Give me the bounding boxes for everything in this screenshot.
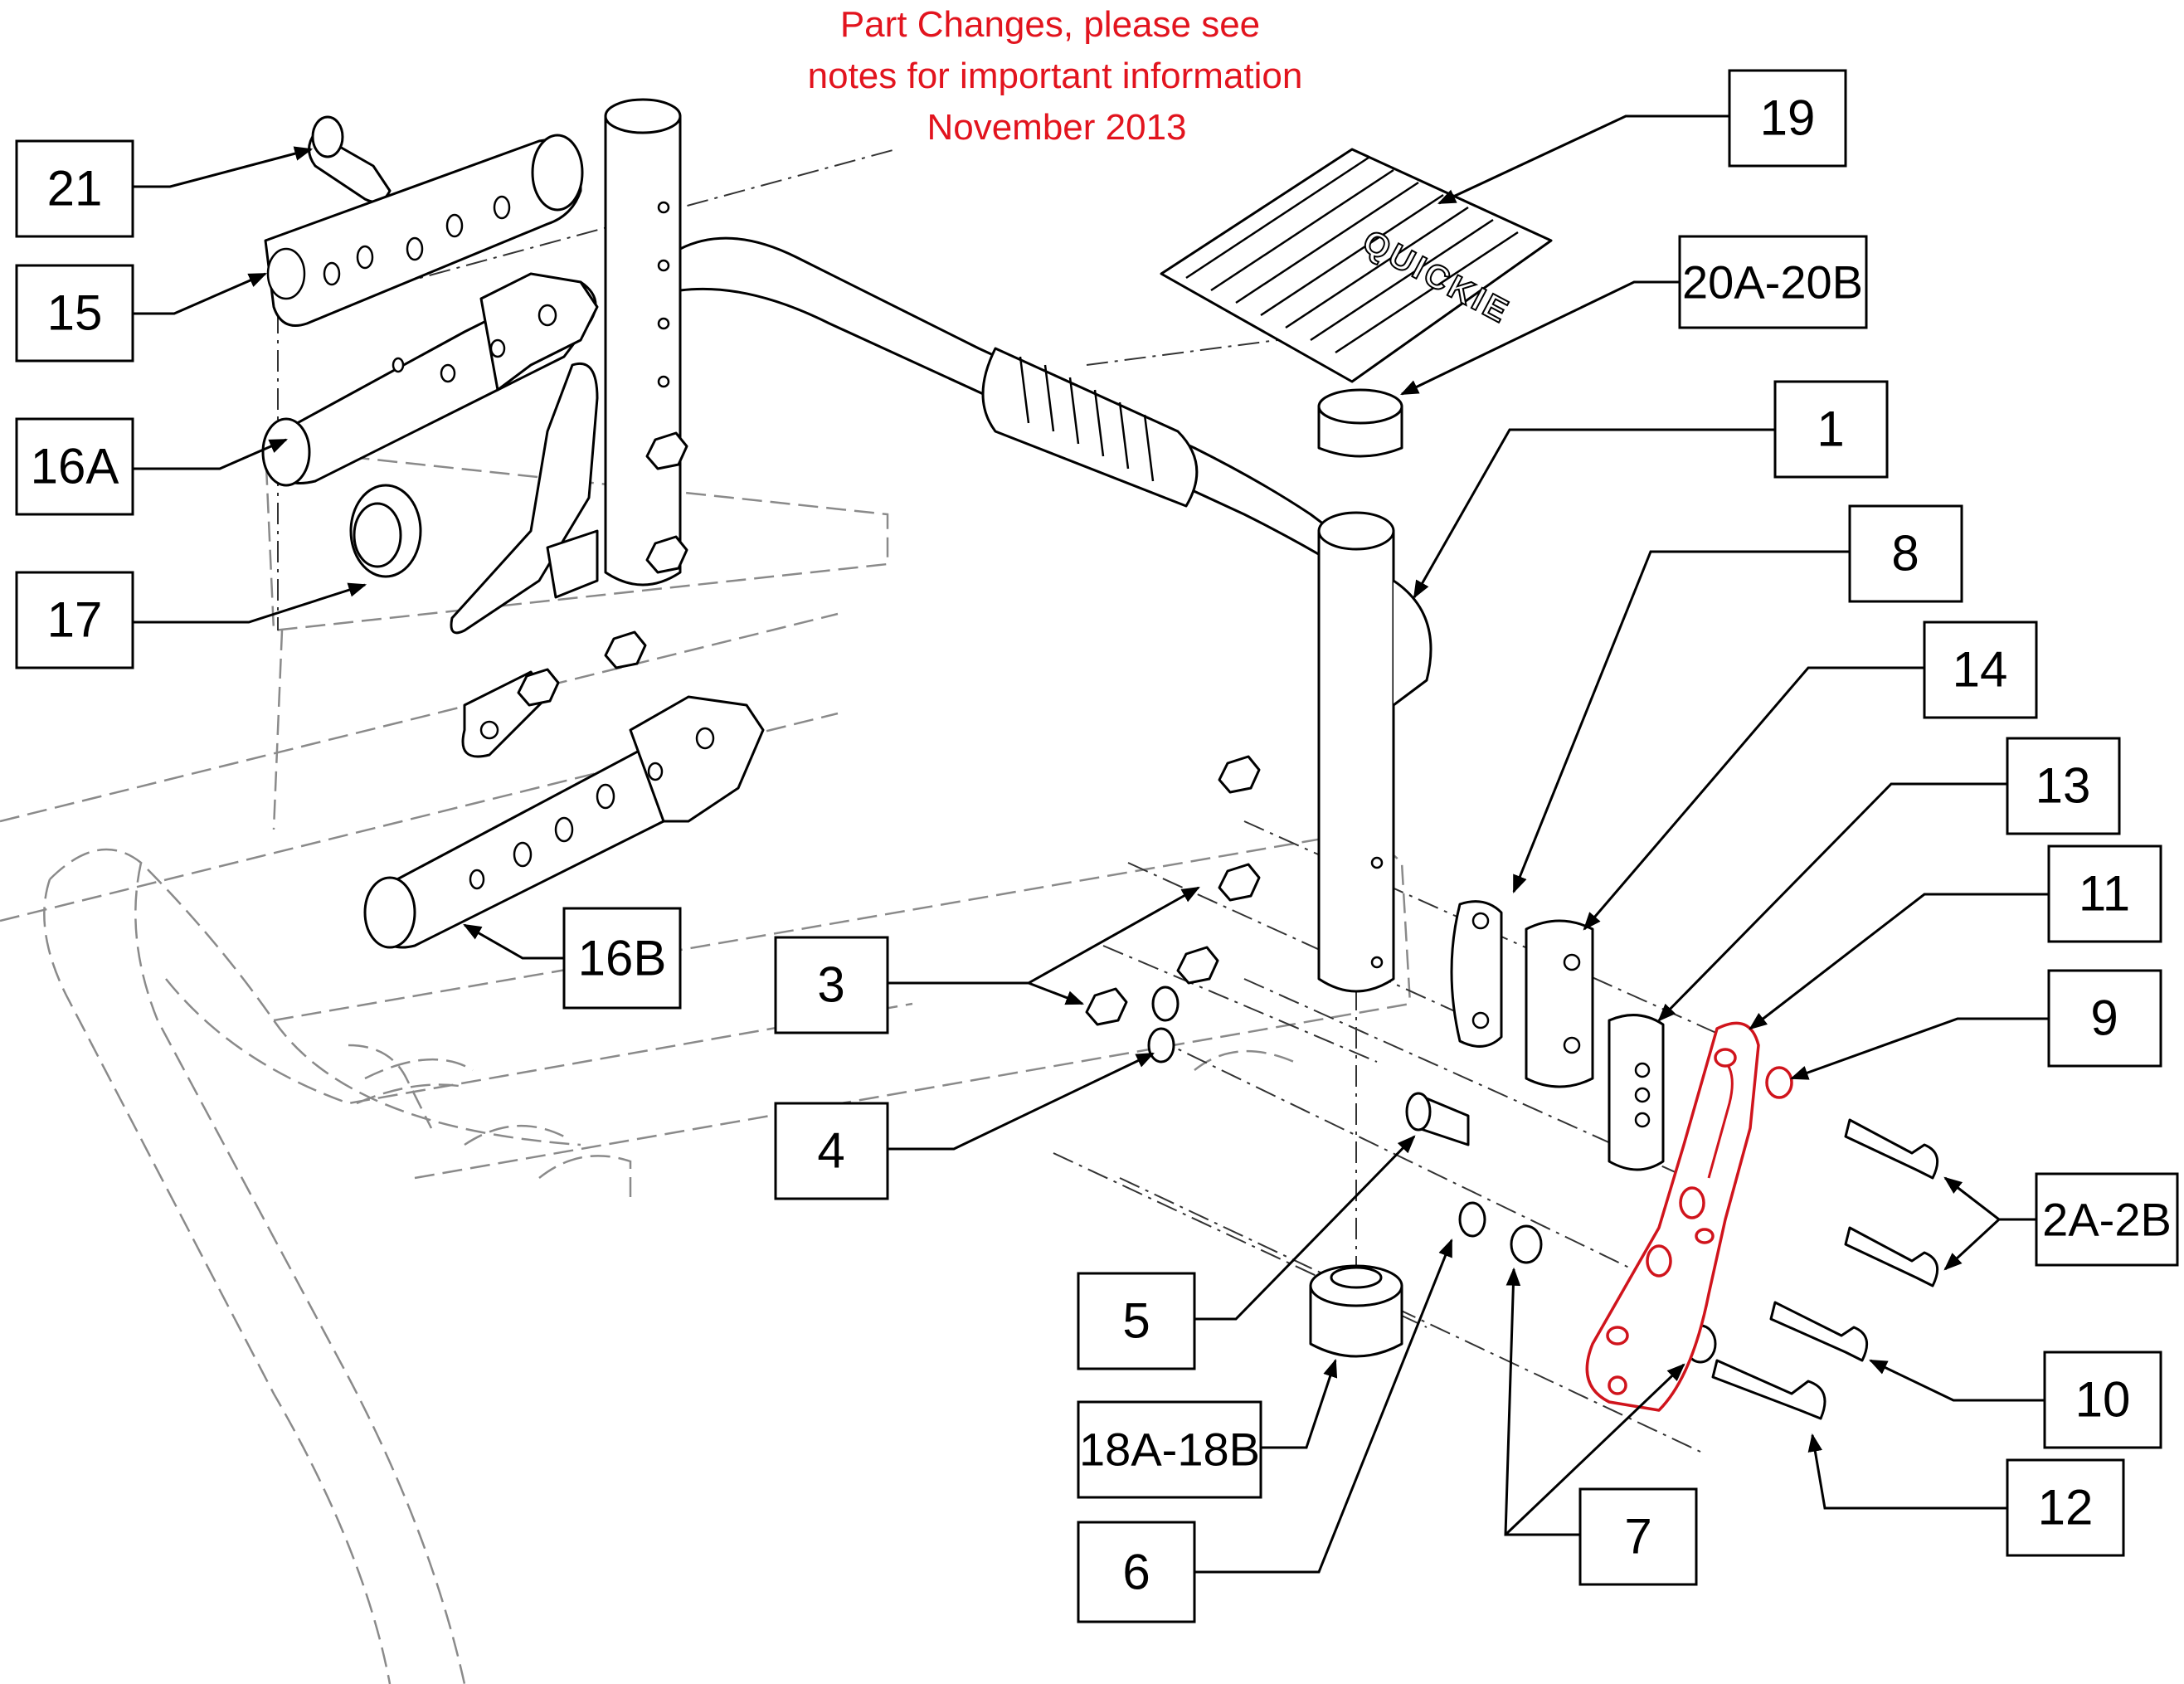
part-7-washer-a (1510, 1224, 1543, 1264)
part-4-washer-a (1151, 986, 1180, 1022)
part-19-footplate: QUICKIE (1160, 148, 1553, 383)
callout-17: 17 (15, 571, 134, 669)
callout-11: 11 (2047, 844, 2162, 943)
callout-1: 1 (1773, 380, 1889, 479)
callout-label-18: 18A-18B (1079, 1424, 1260, 1476)
callout-2a-2b: 2A-2B (2035, 1172, 2179, 1267)
callout-label-19: 19 (1760, 90, 1816, 146)
ghost-wheelchair-frame (0, 446, 1412, 1684)
callout-15: 15 (15, 264, 134, 363)
callout-8: 8 (1848, 504, 1963, 603)
part-2a-bolt (1844, 1118, 1939, 1180)
callout-18a-18b: 18A-18B (1077, 1400, 1262, 1499)
part-8-plate (1450, 900, 1503, 1048)
callout-5: 5 (1077, 1272, 1196, 1370)
callout-label-14: 14 (1953, 642, 2008, 698)
part-18-plug (1309, 1264, 1403, 1358)
callout-21: 21 (15, 139, 134, 238)
callout-label-15: 15 (47, 285, 103, 341)
callout-6: 6 (1077, 1521, 1196, 1623)
parts-8-14-13-plates (1450, 900, 1665, 1171)
callout-label-5: 5 (1122, 1293, 1150, 1349)
callout-4: 4 (774, 1102, 889, 1200)
notice-line-3: November 2013 (927, 107, 1186, 148)
part-1-receiver-tube (1317, 511, 1432, 993)
callout-16a: 16A (15, 417, 134, 516)
part-21-pin (308, 115, 392, 203)
callout-label-7: 7 (1624, 1509, 1651, 1565)
part-16b-hanger (363, 695, 765, 949)
part-4-washer-b (1147, 1027, 1175, 1063)
notice-line-2: notes for important information (808, 56, 1303, 96)
callout-label-10: 10 (2075, 1372, 2131, 1428)
part-20-end-cap (1317, 388, 1403, 458)
callout-label-1: 1 (1817, 402, 1844, 457)
callout-10: 10 (2043, 1351, 2162, 1449)
part-17-bushing (349, 484, 422, 578)
part-3-nut-a (1218, 755, 1261, 794)
notice-line-1: Part Changes, please see (840, 4, 1260, 45)
callout-3: 3 (774, 936, 889, 1034)
callout-20a-20b: 20A-20B (1678, 235, 1868, 329)
callout-label-3: 3 (817, 957, 844, 1013)
callout-label-21: 21 (47, 161, 103, 217)
part-6-washer (1458, 1201, 1486, 1238)
callout-16b: 16B (562, 907, 682, 1010)
callout-14: 14 (1923, 621, 2038, 719)
callout-label-6: 6 (1122, 1545, 1150, 1600)
part-10-bolt (1769, 1301, 1869, 1362)
callout-label-11: 11 (2079, 866, 2130, 922)
callout-label-17: 17 (47, 592, 103, 648)
part-change-notice: Part Changes, please see notes for impor… (808, 4, 1303, 148)
part-9-ring (1765, 1066, 1793, 1099)
callout-7: 7 (1578, 1487, 1698, 1586)
part-15-adjuster-tube (264, 134, 584, 327)
callout-13: 13 (2006, 737, 2121, 835)
leader-lines (133, 114, 2049, 1574)
part-3-nut-c (1176, 946, 1219, 985)
callout-9: 9 (2047, 969, 2162, 1068)
callout-label-13: 13 (2036, 758, 2091, 814)
footrest-bracket (450, 363, 599, 758)
part-3-nut-b (1218, 863, 1261, 902)
main-frame-tube (679, 236, 1345, 566)
part-2b-bolt (1844, 1226, 1939, 1287)
callout-label-8: 8 (1891, 526, 1919, 582)
part-14-plate (1525, 919, 1594, 1088)
part-12-bolt (1711, 1359, 1826, 1420)
left-vertical-tube (517, 98, 688, 707)
callout-label-4: 4 (817, 1123, 844, 1179)
callout-label-16b: 16B (578, 931, 667, 986)
part-3-nut-d (1085, 987, 1128, 1026)
callout-label-2: 2A-2B (2042, 1194, 2172, 1246)
callout-label-12: 12 (2038, 1480, 2094, 1536)
hardware-nuts-washers (1085, 755, 1717, 1364)
callout-label-9: 9 (2090, 990, 2118, 1046)
bolts-and-ring (1711, 1066, 1939, 1420)
callout-label-16a: 16A (31, 439, 119, 494)
callout-19: 19 (1728, 69, 1847, 168)
callout-label-20: 20A-20B (1682, 256, 1863, 309)
callout-12: 12 (2006, 1458, 2125, 1557)
